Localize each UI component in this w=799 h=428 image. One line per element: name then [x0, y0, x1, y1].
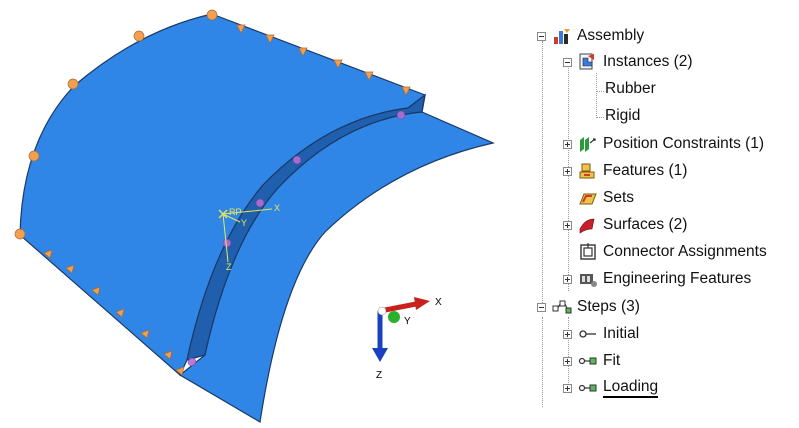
tree-node-assembly[interactable]: Assembly: [537, 24, 644, 48]
tree-node-instance-rigid[interactable]: Rigid: [605, 107, 641, 124]
collapse-icon[interactable]: [537, 31, 546, 41]
collapse-icon[interactable]: [563, 57, 572, 67]
collapse-icon[interactable]: [537, 302, 546, 312]
connector-icon: [578, 242, 598, 262]
instances-icon: [578, 52, 598, 72]
engineering-features-icon: [578, 269, 598, 289]
bc-markers-bottom: [43, 249, 185, 376]
expand-icon[interactable]: [563, 166, 572, 176]
step-icon: [578, 378, 598, 398]
expand-icon[interactable]: [563, 139, 572, 149]
tree-node-engineering-features[interactable]: Engineering Features: [563, 267, 751, 291]
expand-icon[interactable]: [563, 220, 572, 230]
rp-x-label: X: [274, 203, 280, 213]
tree-node-features[interactable]: Features (1): [563, 159, 687, 183]
tree-node-instances[interactable]: Instances (2): [563, 50, 693, 74]
axis-x-label: X: [435, 297, 442, 308]
model-viewport[interactable]: RP X Y Z X Y Z: [0, 0, 530, 428]
bc-markers-top: [14, 9, 411, 240]
tree-node-surfaces[interactable]: Surfaces (2): [563, 213, 687, 237]
rp-z-label: Z: [226, 262, 232, 272]
reference-point[interactable]: RP X Y Z: [218, 203, 280, 272]
expand-icon[interactable]: [563, 329, 572, 339]
steps-icon: [552, 297, 572, 317]
rigid-flange[interactable]: [178, 111, 495, 423]
model-tree[interactable]: Assembly Instances (2) Rubber Rigid Posi…: [530, 20, 799, 407]
assembly-icon: [552, 26, 572, 46]
surfaces-icon: [578, 215, 598, 235]
tree-node-step-fit[interactable]: Fit: [563, 349, 620, 373]
tree-node-step-loading[interactable]: Loading: [563, 376, 659, 400]
surface-markers: [187, 110, 406, 367]
position-constraints-icon: [578, 134, 598, 154]
features-icon: [578, 161, 598, 181]
tree-node-instance-rubber[interactable]: Rubber: [605, 80, 656, 97]
tree-node-connector-assignments[interactable]: Connector Assignments: [578, 240, 767, 264]
axis-triad: X Y Z: [372, 297, 442, 381]
axis-z-label: Z: [376, 370, 382, 381]
tree-node-sets[interactable]: Sets: [578, 186, 634, 210]
expand-icon[interactable]: [563, 274, 572, 284]
expand-icon[interactable]: [563, 356, 572, 366]
rp-label: RP: [229, 207, 242, 217]
tree-node-position-constraints[interactable]: Position Constraints (1): [563, 132, 764, 156]
sets-icon: [578, 188, 598, 208]
expand-icon[interactable]: [563, 383, 572, 393]
tree-node-steps[interactable]: Steps (3): [537, 295, 640, 319]
rp-y-label: Y: [241, 218, 247, 228]
step-initial-icon: [578, 324, 598, 344]
axis-y-label: Y: [404, 316, 411, 327]
step-icon: [578, 351, 598, 371]
tree-node-step-initial[interactable]: Initial: [563, 322, 639, 346]
